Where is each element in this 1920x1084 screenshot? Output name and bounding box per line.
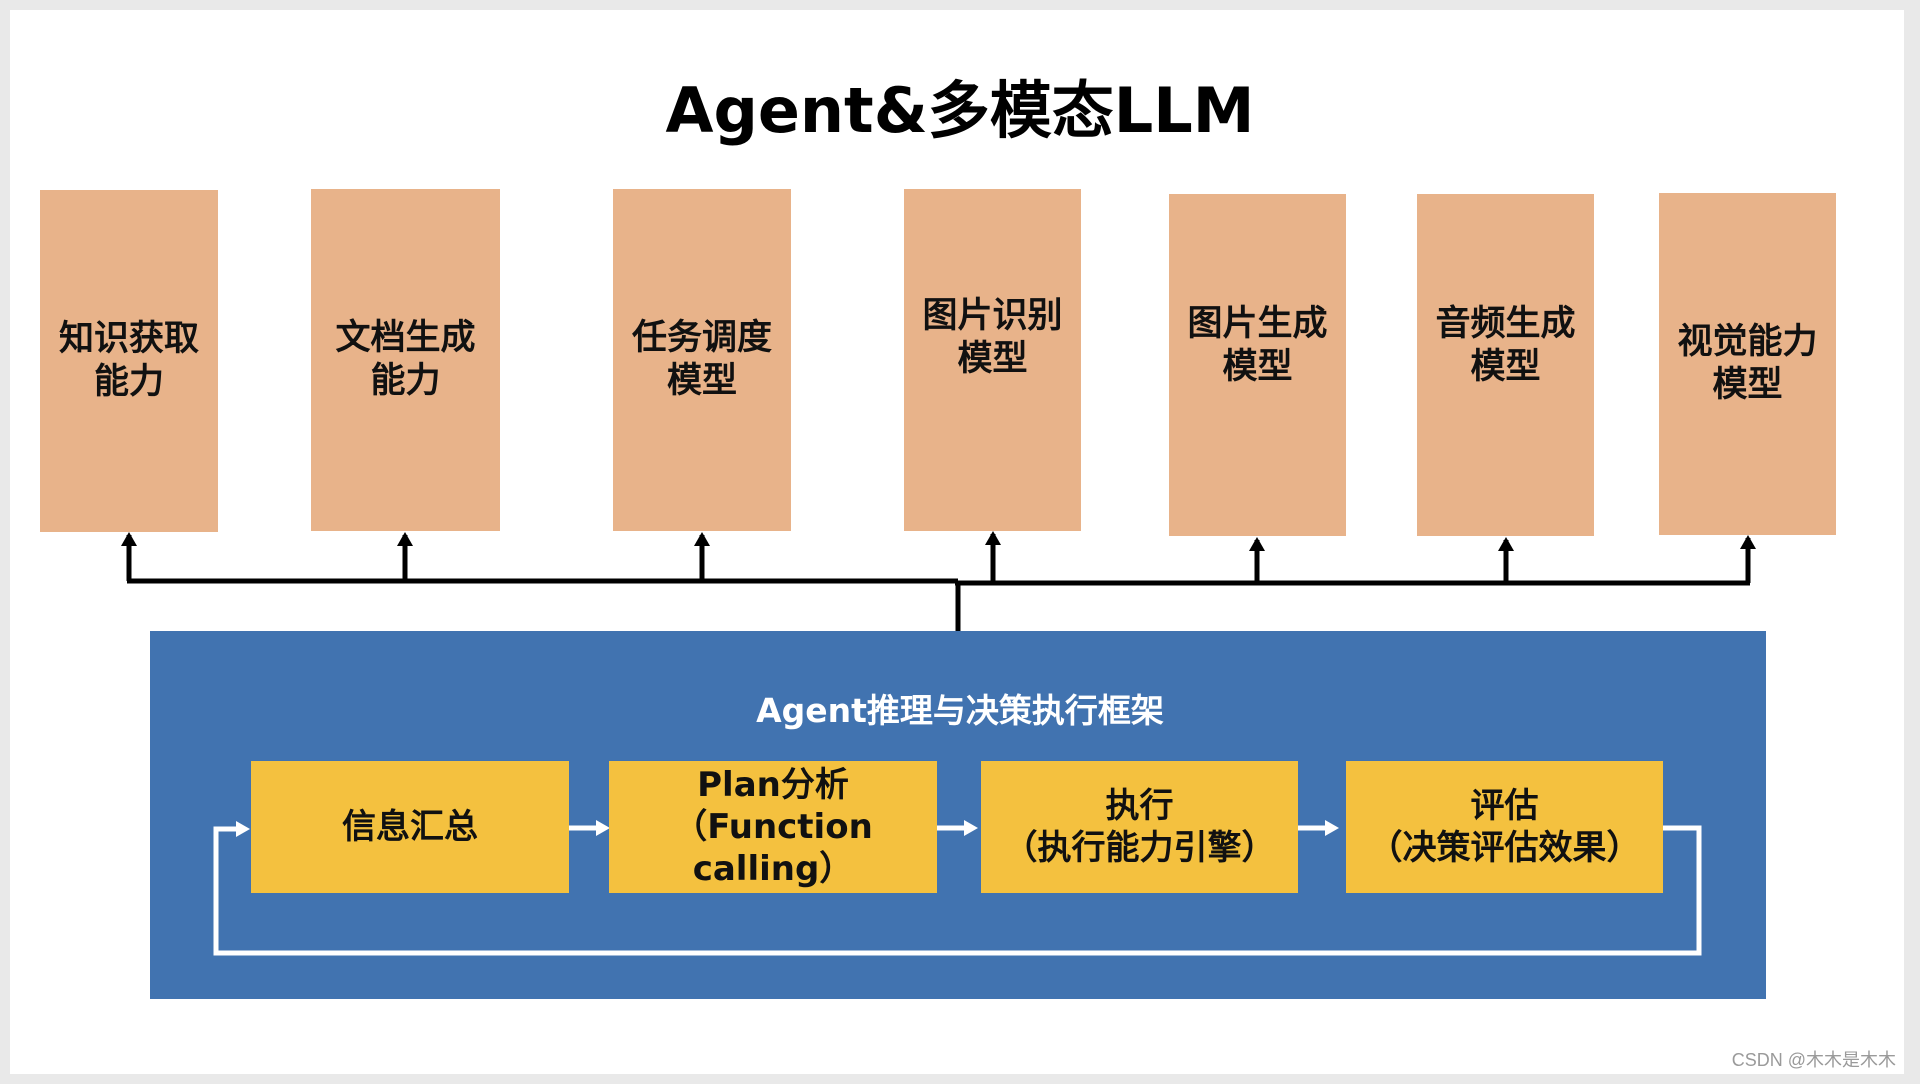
capability-label-line1: 任务调度 bbox=[631, 318, 772, 358]
capability-box-audio-generation: 音频生成 模型 bbox=[1417, 194, 1594, 536]
capability-label-line2: 模型 bbox=[666, 361, 737, 401]
capability-label-line2: 模型 bbox=[957, 339, 1028, 379]
arrowhead-icon bbox=[964, 820, 978, 836]
capability-box-image-recognition: 图片识别 模型 bbox=[904, 189, 1081, 531]
framework-title: Agent推理与决策执行框架 bbox=[756, 691, 1164, 730]
arrowhead-icon bbox=[1325, 820, 1339, 836]
arrowhead-icon bbox=[596, 820, 610, 836]
step-box-execute: 执行 （执行能力引擎） bbox=[981, 761, 1298, 893]
step-box-plan: Plan分析 （Function calling） bbox=[609, 761, 937, 893]
capability-label-line2: 模型 bbox=[1222, 347, 1293, 387]
step-box-aggregate: 信息汇总 bbox=[251, 761, 569, 893]
capability-box-scheduling: 任务调度 模型 bbox=[613, 189, 791, 531]
capability-box-knowledge: 知识获取 能力 bbox=[40, 190, 218, 532]
arrowhead-icon bbox=[236, 821, 250, 837]
arrowhead-icon bbox=[985, 531, 1001, 545]
arrowhead-icon bbox=[1740, 535, 1756, 549]
capability-label-line1: 音频生成 bbox=[1435, 304, 1576, 344]
step-label-line1: 执行 bbox=[1105, 786, 1174, 826]
arrowhead-icon bbox=[1249, 537, 1265, 551]
capability-label-line2: 模型 bbox=[1470, 347, 1541, 387]
capability-label-line1: 图片生成 bbox=[1187, 304, 1328, 344]
capability-label-line2: 能力 bbox=[93, 362, 164, 402]
step-label-line1: 评估 bbox=[1470, 786, 1539, 826]
capability-box-vision: 视觉能力 模型 bbox=[1659, 193, 1836, 535]
diagram-title: Agent&多模态LLM bbox=[665, 74, 1255, 147]
capability-label-line1: 知识获取 bbox=[58, 319, 199, 359]
arrowhead-icon bbox=[121, 532, 137, 546]
feedback-loop-line bbox=[213, 825, 1702, 956]
capability-label-line1: 文档生成 bbox=[335, 318, 476, 358]
capability-label-line1: 视觉能力 bbox=[1677, 322, 1818, 362]
watermark: CSDN @木木是木木 bbox=[1731, 1050, 1896, 1070]
arrowhead-icon bbox=[694, 532, 710, 546]
step-box-evaluate: 评估 （决策评估效果） bbox=[1346, 761, 1663, 893]
capability-box-image-generation: 图片生成 模型 bbox=[1169, 194, 1346, 536]
capability-label-line1: 图片识别 bbox=[922, 296, 1063, 336]
step-label-line2: （Function calling） bbox=[673, 807, 873, 889]
arrowhead-icon bbox=[397, 532, 413, 546]
capability-label-line2: 模型 bbox=[1712, 365, 1783, 405]
arrowhead-icon bbox=[1498, 537, 1514, 551]
capability-box-document: 文档生成 能力 bbox=[311, 189, 500, 531]
branch-arrows bbox=[121, 531, 1756, 583]
capability-label-line2: 能力 bbox=[370, 361, 441, 401]
step-label-line1: Plan分析 bbox=[697, 765, 849, 805]
step-arrows bbox=[213, 820, 1702, 956]
step-label-line2: （决策评估效果） bbox=[1368, 828, 1641, 868]
step-label-line2: （执行能力引擎） bbox=[1003, 828, 1276, 868]
step-label-line1: 信息汇总 bbox=[342, 807, 478, 847]
